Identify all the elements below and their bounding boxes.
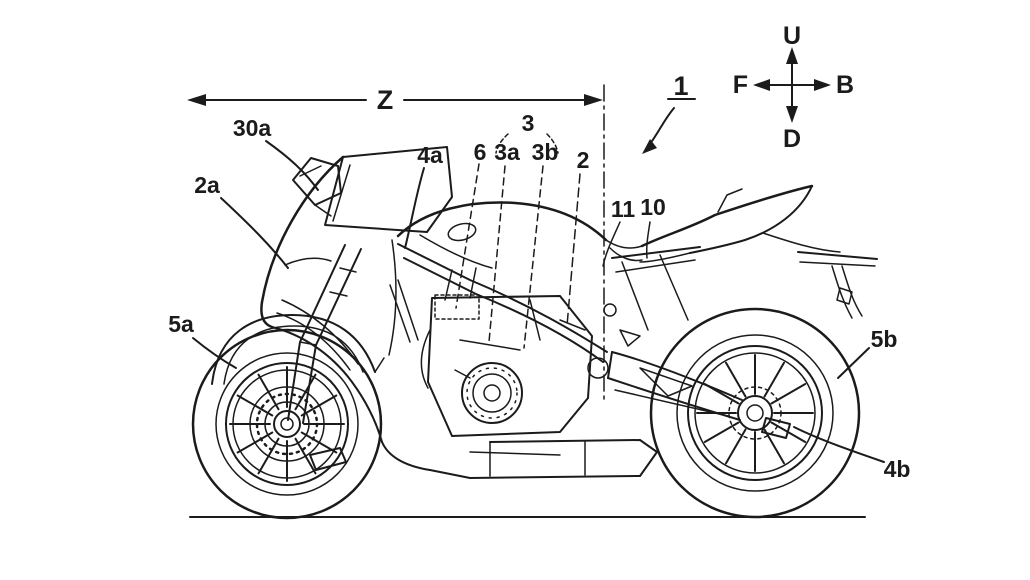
label-3b: 3b: [532, 139, 559, 165]
label-10: 10: [640, 194, 666, 220]
bracket-3-left: [495, 133, 509, 154]
z-arrow-left-icon: [187, 94, 206, 106]
leader-4b: [793, 426, 885, 463]
rear-wheel-spokes: [696, 354, 814, 472]
figure-number: 1: [642, 71, 696, 154]
engine: [420, 267, 641, 437]
front-fairing: [260, 155, 431, 471]
compass-back-label: B: [836, 71, 854, 99]
leader-2: [566, 173, 581, 327]
compass-up-label: U: [783, 22, 801, 50]
compass-back-arrow-icon: [814, 79, 831, 91]
label-1: 1: [673, 71, 688, 101]
leader-1: [649, 107, 675, 145]
leader-4a: [404, 167, 425, 249]
footpeg-bracket: [619, 329, 641, 347]
leader-3a: [488, 165, 506, 343]
compass-down-label: D: [783, 125, 801, 153]
label-5b: 5b: [871, 326, 898, 352]
label-2: 2: [577, 147, 590, 173]
license-plate-bracket: [797, 251, 878, 319]
leader-6: [455, 163, 480, 309]
belly-pan-exhaust: [429, 439, 658, 479]
label-2a: 2a: [194, 172, 220, 198]
bracket-3-right: [546, 133, 559, 154]
label-4b: 4b: [884, 456, 911, 482]
drive-chain: [614, 389, 729, 417]
z-arrow-right-icon: [584, 94, 603, 106]
dashed-detail-box: [434, 294, 480, 320]
main-frame: [389, 243, 608, 363]
fuel-tank: [396, 201, 608, 269]
front-brake-caliper: [309, 447, 347, 471]
z-dimension: Z: [187, 85, 603, 115]
compass-rose: U D F B: [733, 22, 854, 153]
label-11: 11: [611, 196, 636, 222]
compass-up-arrow-icon: [786, 47, 798, 64]
label-z: Z: [377, 85, 394, 115]
leader-30a: [265, 140, 319, 191]
label-3: 3: [522, 110, 535, 136]
rear-axle-block: [761, 417, 791, 439]
label-4a: 4a: [417, 142, 443, 168]
swingarm: [607, 351, 743, 421]
front-fork: [287, 244, 362, 424]
compass-down-arrow-icon: [786, 106, 798, 123]
label-3a: 3a: [494, 139, 520, 165]
label-30a: 30a: [233, 115, 272, 141]
mirror: [292, 157, 342, 217]
front-wheel-spokes: [229, 366, 345, 482]
front-fender: [211, 314, 385, 385]
leader-5a: [192, 337, 237, 369]
front-wheel: [191, 328, 383, 520]
rear-wheel: [649, 307, 861, 519]
leader-5b: [837, 347, 870, 379]
leader-11: [602, 221, 621, 267]
leader-10: [646, 221, 651, 259]
leader-2a: [220, 197, 289, 269]
compass-front-arrow-icon: [753, 79, 770, 91]
fig1-arrowhead-icon: [642, 139, 657, 154]
leader-3b: [523, 165, 544, 349]
compass-front-label: F: [733, 71, 748, 99]
label-5a: 5a: [168, 311, 194, 337]
subframe: [603, 232, 841, 331]
seat-and-tail: [605, 184, 814, 263]
label-6: 6: [474, 139, 487, 165]
